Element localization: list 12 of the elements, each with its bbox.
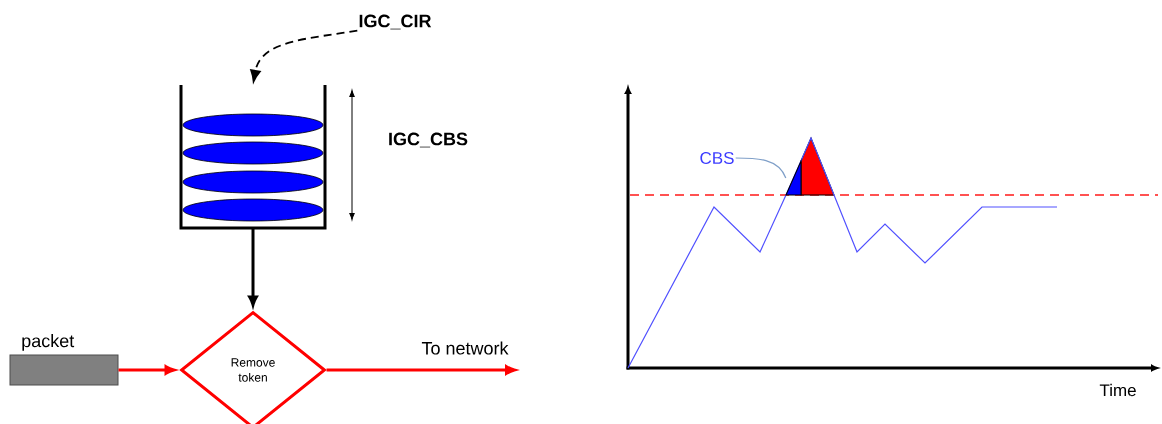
dimension-label: IGC_CBS <box>389 132 468 148</box>
triangle-marker <box>785 160 802 196</box>
bucket-drawing <box>179 85 327 230</box>
arrow <box>250 29 359 83</box>
axis-label: Time <box>1099 383 1136 397</box>
rate-label: IGC_CIR <box>359 14 432 30</box>
node-label: packet <box>22 334 75 351</box>
callout-label: CBS <box>700 152 734 165</box>
packet-box: packet <box>9 334 119 386</box>
leader-line <box>735 157 787 179</box>
arrow <box>118 365 176 375</box>
edge-label: To network <box>420 340 510 356</box>
